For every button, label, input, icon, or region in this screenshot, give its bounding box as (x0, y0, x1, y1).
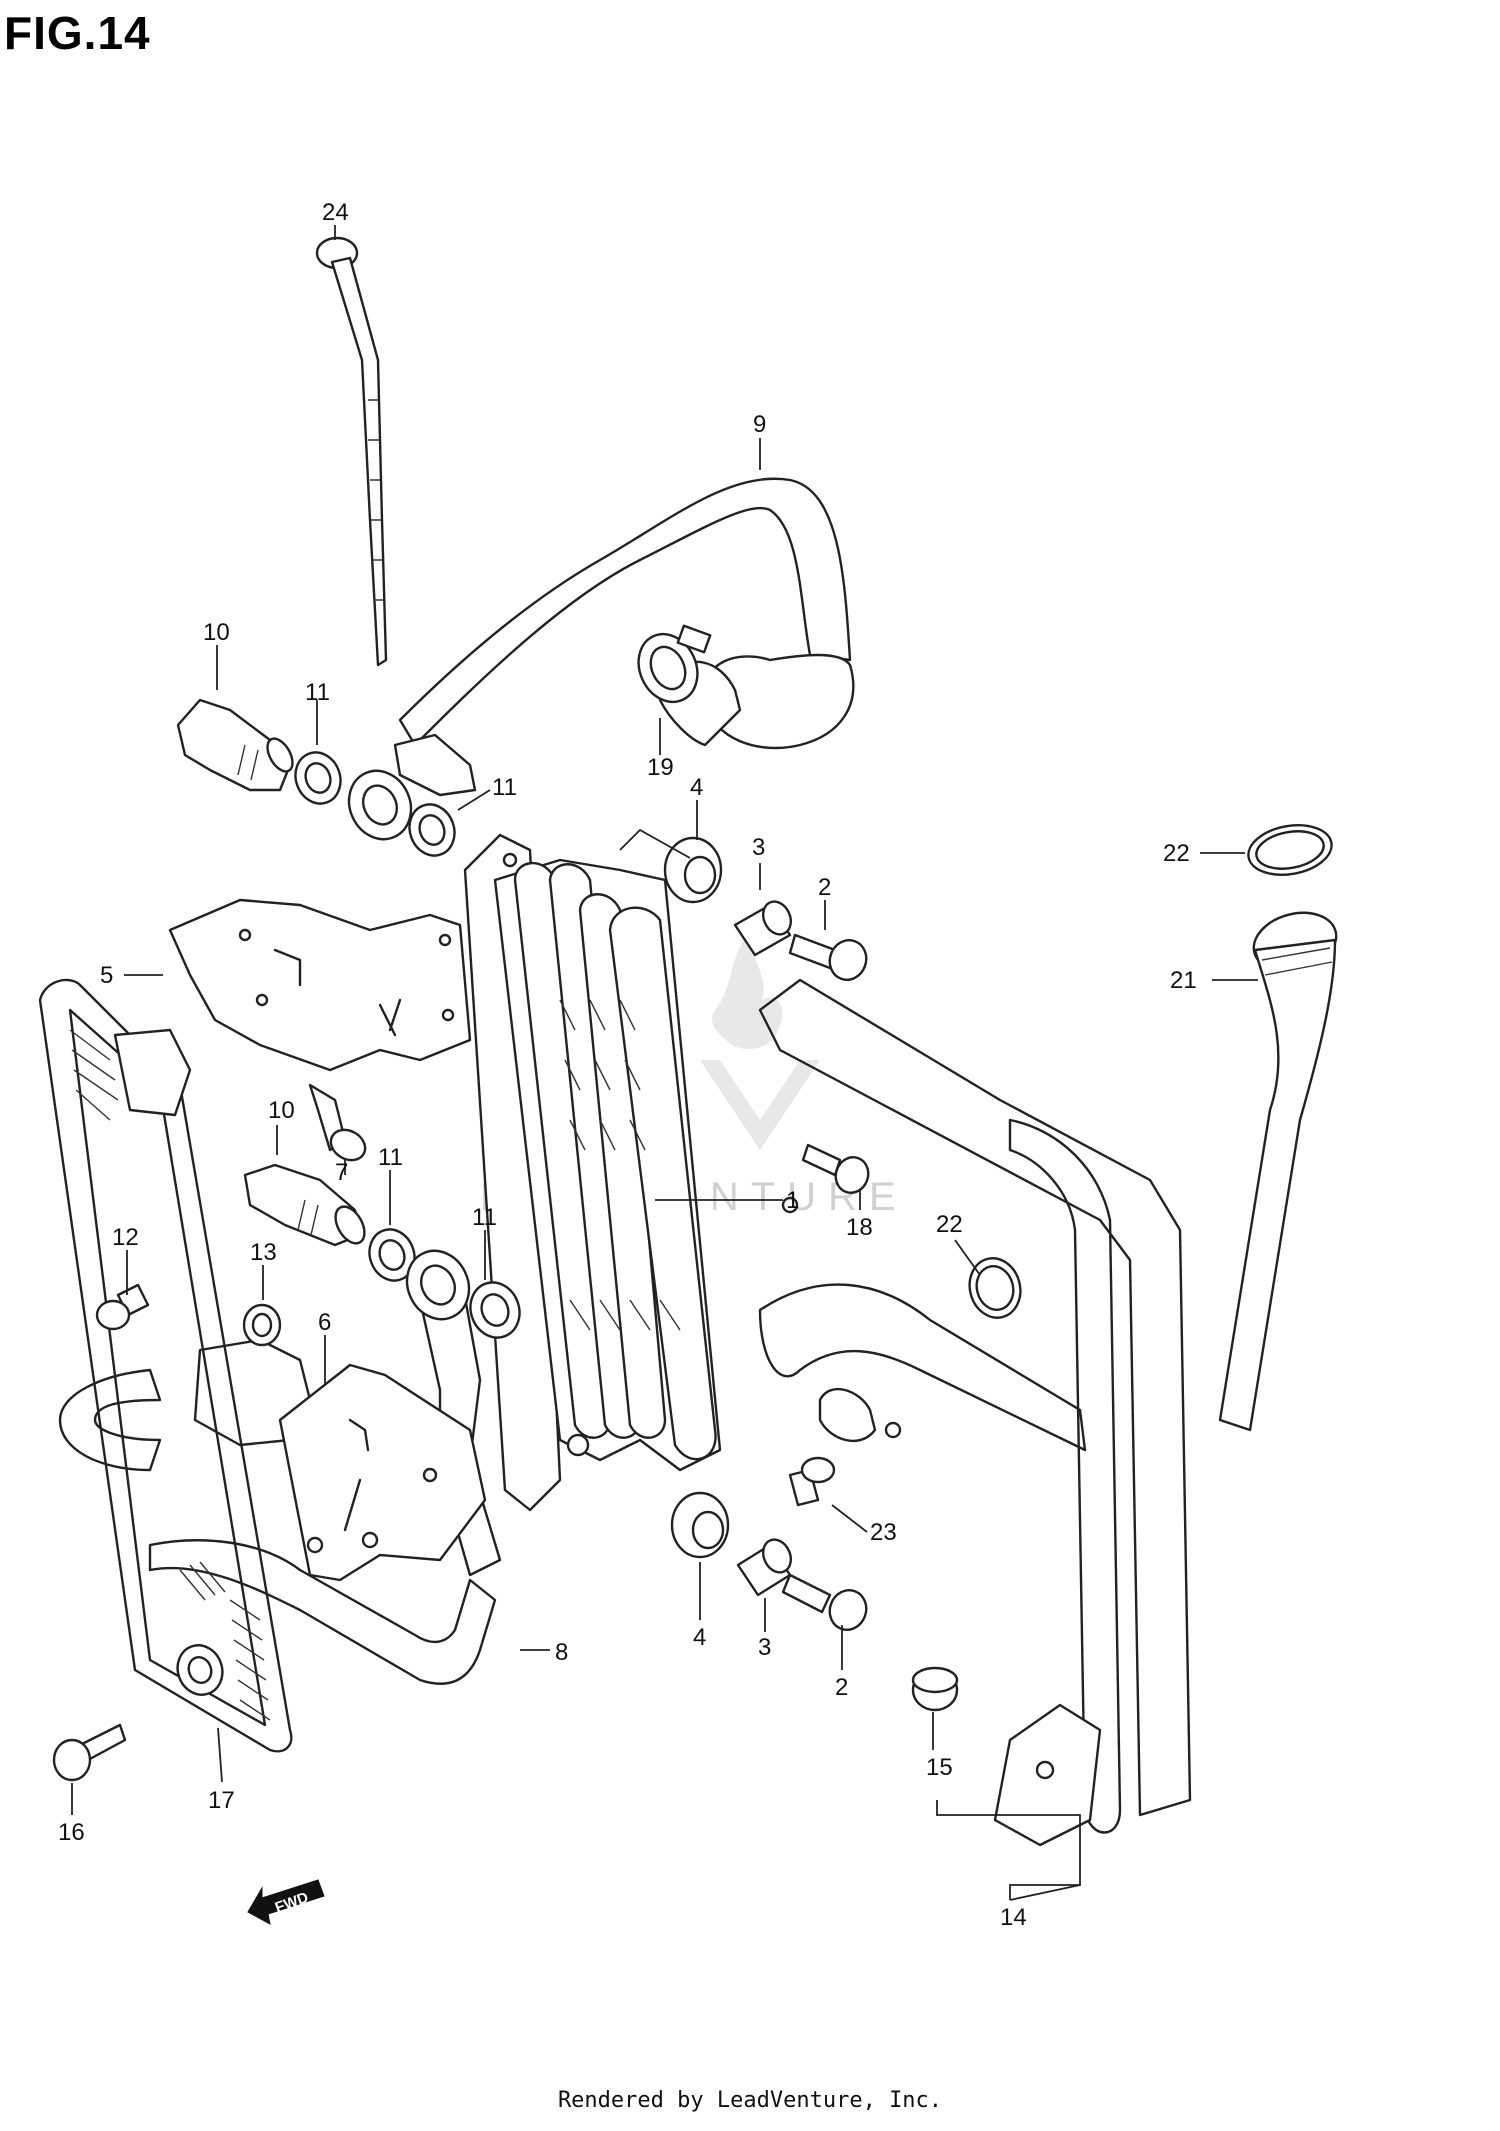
part-1-oil-cooler (463, 833, 722, 1512)
callout-4-lower: 4 (693, 1624, 706, 1651)
callout-8: 8 (555, 1639, 568, 1666)
figure-title: FIG.14 (4, 7, 151, 59)
callout-14: 14 (1000, 1904, 1027, 1931)
part-9-upper-hose (398, 477, 855, 750)
part-2-bolt-upper (788, 933, 868, 981)
part-11-washer-upper-a (294, 751, 342, 805)
fwd-direction-arrow: FWD (247, 1879, 325, 1925)
callout-3-lower: 3 (758, 1634, 771, 1661)
callout-17: 17 (208, 1787, 235, 1814)
callout-19: 19 (647, 754, 674, 781)
part-17-cooler-guard (38, 978, 293, 1753)
part-7-bolt (308, 1083, 367, 1162)
part-11-washer-lower-b (469, 1281, 521, 1339)
callout-20: 21 (1170, 967, 1197, 994)
part-12-bolt (95, 1283, 150, 1331)
callout-3-upper: 3 (752, 834, 765, 861)
part-15-cap (911, 1666, 959, 1712)
callout-7: 7 (335, 1159, 348, 1186)
callout-10-upper: 10 (203, 619, 230, 646)
callout-21: 22 (1163, 840, 1190, 867)
part-4-grommet-upper (663, 836, 723, 904)
guard-mount-washer (176, 1644, 224, 1696)
callout-9: 9 (753, 411, 766, 438)
part-23-bolt (788, 1456, 836, 1507)
part-4-grommet-lower (670, 1491, 730, 1559)
lower-hose-banjo-fitting (405, 1249, 471, 1321)
callout-6: 6 (318, 1309, 331, 1336)
callout-labels: 24 9 10 11 11 19 4 3 2 5 22 21 1 10 7 11… (58, 199, 1197, 1931)
part-24-clamp-band (315, 236, 388, 667)
part-11-washer-lower-a (368, 1228, 416, 1282)
callout-11-lower-b: 11 (472, 1204, 497, 1231)
part-3-collar-upper (733, 900, 792, 957)
callout-4-upper: 4 (690, 774, 703, 801)
part-18-bolt (801, 1143, 870, 1194)
leader-lines (71, 225, 1258, 1901)
callout-23: 23 (870, 1519, 897, 1546)
part-20-hose (1218, 911, 1338, 1432)
callout-24: 24 (322, 199, 349, 226)
part-22-o-ring (968, 1257, 1022, 1319)
callout-12: 12 (112, 1224, 139, 1251)
callout-15: 15 (926, 1754, 953, 1781)
footer-credit: Rendered by LeadVenture, Inc. (557, 2088, 943, 2113)
callout-11-upper-b: 11 (492, 774, 517, 801)
callout-2-upper: 2 (818, 874, 831, 901)
part-10-union-bolt-upper (176, 698, 294, 792)
callout-2-lower: 2 (835, 1674, 848, 1701)
callout-11-lower-a: 11 (378, 1144, 403, 1171)
callout-16: 16 (58, 1819, 85, 1846)
part-16-bolt (52, 1723, 127, 1782)
part-19-hose-clamp (637, 624, 712, 704)
callout-1: 1 (786, 1187, 799, 1214)
part-21-o-ring (1247, 824, 1333, 876)
callout-10-lower: 10 (268, 1097, 295, 1124)
callout-22: 22 (936, 1211, 963, 1238)
upper-hose-banjo-fitting (347, 733, 477, 841)
part-2-bolt-lower (781, 1573, 868, 1631)
callout-13: 13 (250, 1239, 277, 1266)
part-5-upper-bracket (168, 898, 472, 1072)
part-11-washer-upper-b (408, 803, 456, 857)
callout-5: 5 (100, 962, 113, 989)
callout-11-upper-a: 11 (305, 679, 330, 706)
part-10-union-bolt-lower (243, 1163, 366, 1247)
part-14-pipe-assembly (758, 978, 1192, 1847)
callout-18: 18 (846, 1214, 873, 1241)
part-6-lower-bracket (278, 1363, 487, 1582)
part-13-washer (242, 1303, 282, 1347)
